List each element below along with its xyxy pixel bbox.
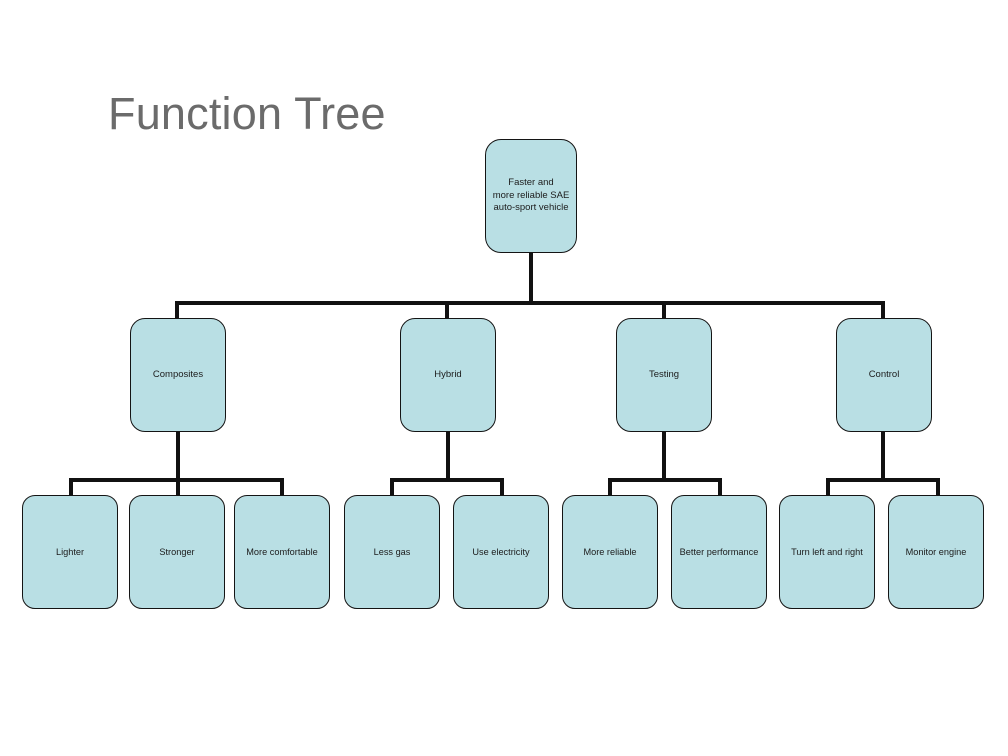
connector-drop-hybrid: [445, 301, 449, 320]
tree-node-label: Lighter: [55, 547, 85, 557]
tree-node-root[interactable]: Faster and more reliable SAE auto-sport …: [485, 139, 577, 253]
tree-node-more-comfortable[interactable]: More comfortable: [234, 495, 330, 609]
tree-node-monitor-engine[interactable]: Monitor engine: [888, 495, 984, 609]
connector-drop-use-electricity: [500, 478, 504, 497]
connector-stem-hybrid: [446, 432, 450, 478]
tree-node-more-reliable[interactable]: More reliable: [562, 495, 658, 609]
tree-node-label: Use electricity: [472, 547, 530, 557]
connector-drop-monitor-engine: [936, 478, 940, 497]
page-title: Function Tree: [108, 88, 386, 139]
connector-bus-control: [826, 478, 940, 482]
tree-node-turn-left-and-right[interactable]: Turn left and right: [779, 495, 875, 609]
tree-node-label: Control: [868, 369, 900, 380]
connector-stem-control: [881, 432, 885, 478]
tree-node-testing[interactable]: Testing: [616, 318, 712, 432]
connector-drop-turn-left-and-right: [826, 478, 830, 497]
connector-drop-better-performance: [718, 478, 722, 497]
connector-drop-control: [881, 301, 885, 320]
tree-node-less-gas[interactable]: Less gas: [344, 495, 440, 609]
tree-node-lighter[interactable]: Lighter: [22, 495, 118, 609]
tree-node-label: Better performance: [679, 547, 759, 557]
tree-node-control[interactable]: Control: [836, 318, 932, 432]
connector-stem-testing: [662, 432, 666, 478]
tree-node-label: More reliable: [583, 547, 637, 557]
tree-node-label: Faster and more reliable SAE auto-sport …: [492, 177, 570, 214]
connector-stem-composites: [176, 432, 180, 478]
tree-node-better-performance[interactable]: Better performance: [671, 495, 767, 609]
connector-drop-more-reliable: [608, 478, 612, 497]
connector-bus-testing: [608, 478, 722, 482]
tree-node-use-electricity[interactable]: Use electricity: [453, 495, 549, 609]
tree-node-composites[interactable]: Composites: [130, 318, 226, 432]
connector-root-stem: [529, 253, 533, 305]
tree-node-label: Monitor engine: [905, 547, 967, 557]
tree-node-label: Turn left and right: [791, 547, 863, 557]
connector-drop-testing: [662, 301, 666, 320]
connector-bus-hybrid: [390, 478, 504, 482]
tree-node-hybrid[interactable]: Hybrid: [400, 318, 496, 432]
connector-drop-more-comfortable: [280, 478, 284, 497]
connector-drop-composites: [175, 301, 179, 320]
tree-node-label: Less gas: [373, 547, 411, 557]
connector-level2-bus: [175, 301, 885, 305]
connector-drop-less-gas: [390, 478, 394, 497]
tree-node-label: Stronger: [159, 547, 195, 557]
connector-drop-lighter: [69, 478, 73, 497]
tree-node-label: More comfortable: [246, 547, 318, 557]
tree-node-label: Testing: [648, 369, 680, 380]
tree-node-label: Composites: [152, 369, 204, 380]
tree-node-stronger[interactable]: Stronger: [129, 495, 225, 609]
tree-node-label: Hybrid: [434, 369, 462, 380]
connector-drop-stronger: [176, 478, 180, 497]
